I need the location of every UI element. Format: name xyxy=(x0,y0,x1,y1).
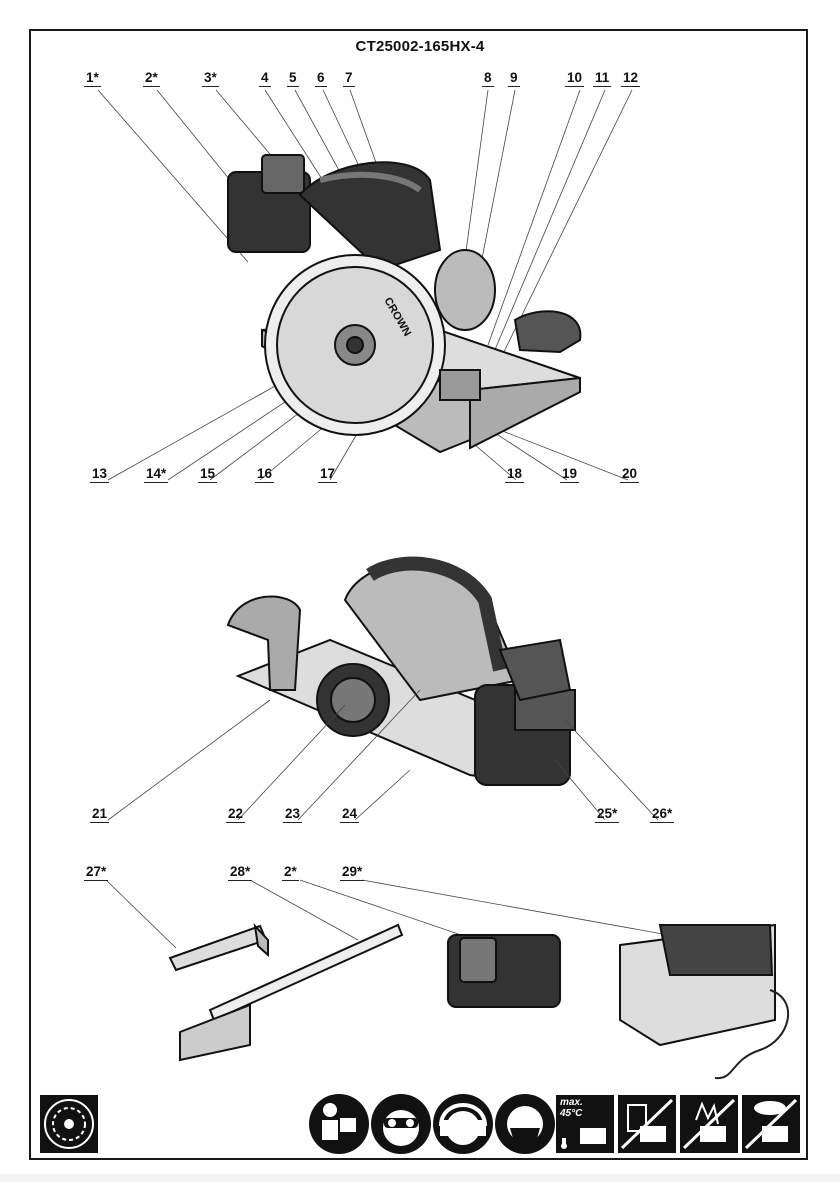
label-2-battery: 2* xyxy=(282,864,299,881)
label-7: 7 xyxy=(343,70,355,87)
temperature-text: max. 45°C xyxy=(560,1097,583,1119)
label-16: 16 xyxy=(255,466,274,483)
label-5: 5 xyxy=(287,70,299,87)
label-26: 26* xyxy=(650,806,674,823)
temperature-max: max. xyxy=(560,1097,583,1108)
no-fire-icon xyxy=(680,1095,738,1153)
label-14: 14* xyxy=(144,466,168,483)
label-10: 10 xyxy=(565,70,584,87)
label-25: 25* xyxy=(595,806,619,823)
label-15: 15 xyxy=(198,466,217,483)
accessories xyxy=(170,925,788,1078)
wear-eye-protection-icon xyxy=(371,1094,431,1154)
label-27: 27* xyxy=(84,864,108,881)
label-11: 11 xyxy=(593,70,611,87)
no-disposal-icon xyxy=(618,1095,676,1153)
label-4: 4 xyxy=(259,70,271,87)
label-6: 6 xyxy=(315,70,327,87)
label-22: 22 xyxy=(226,806,245,823)
label-3: 3* xyxy=(202,70,219,87)
label-1: 1* xyxy=(84,70,101,87)
wear-dust-mask-icon xyxy=(495,1094,555,1154)
label-23: 23 xyxy=(283,806,302,823)
label-2: 2* xyxy=(143,70,160,87)
no-rain-icon xyxy=(742,1095,800,1153)
label-12: 12 xyxy=(621,70,640,87)
label-24: 24 xyxy=(340,806,359,823)
label-18: 18 xyxy=(505,466,524,483)
label-9: 9 xyxy=(508,70,520,87)
label-29: 29* xyxy=(340,864,364,881)
saw-rear-view xyxy=(228,561,575,785)
label-21: 21 xyxy=(90,806,109,823)
label-13: 13 xyxy=(90,466,109,483)
circular-saw-blade-icon xyxy=(40,1095,98,1153)
temperature-value: 45°C xyxy=(560,1108,583,1119)
label-19: 19 xyxy=(560,466,579,483)
label-17: 17 xyxy=(318,466,337,483)
label-28: 28* xyxy=(228,864,252,881)
footer-strip xyxy=(0,1174,840,1182)
label-20: 20 xyxy=(620,466,639,483)
label-8: 8 xyxy=(482,70,494,87)
read-manual-icon xyxy=(309,1094,369,1154)
wear-ear-protection-icon xyxy=(433,1094,493,1154)
